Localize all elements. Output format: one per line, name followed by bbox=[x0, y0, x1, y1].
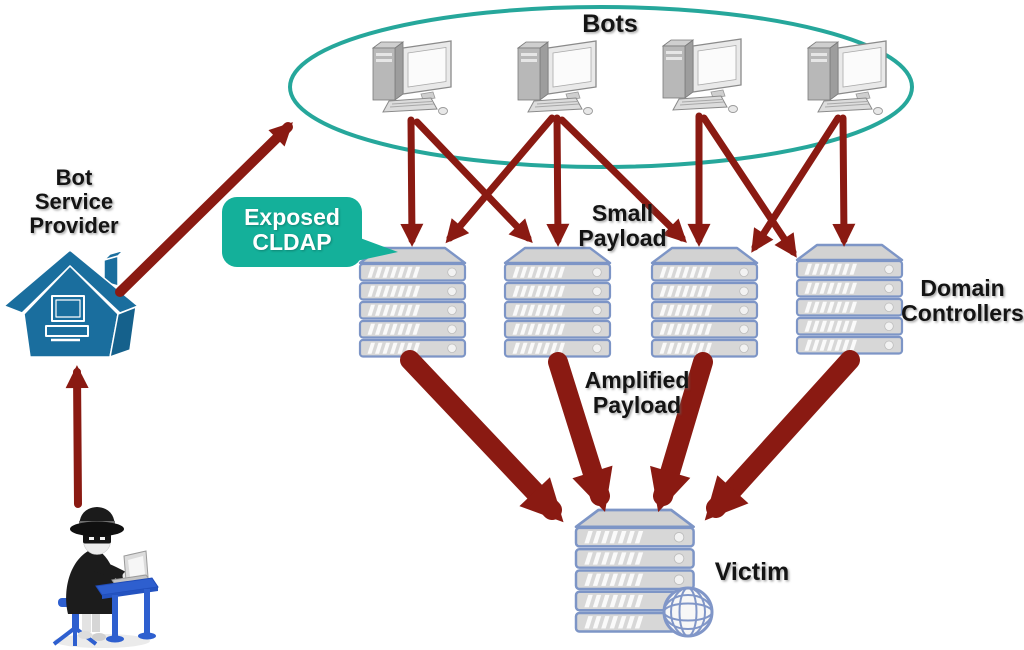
arrow-bot2-to-dc2 bbox=[546, 114, 570, 247]
bot-service-provider-label-line2: Service bbox=[34, 188, 114, 214]
bot-service-provider-label-line3: Provider bbox=[29, 212, 119, 238]
victim-label: Victim bbox=[714, 558, 790, 586]
arrow-provider-to-botnet bbox=[115, 122, 293, 297]
amplified-payload-label-line2: Payload bbox=[592, 391, 682, 418]
exposed-cldap-label-line1: Exposed bbox=[244, 204, 340, 230]
house-computer-icon bbox=[45, 295, 89, 342]
domain-controller-2-icon bbox=[505, 248, 610, 357]
arrow-dc4-to-victim bbox=[704, 350, 860, 521]
arrow-attacker-to-provider bbox=[65, 365, 89, 508]
small-payload-label-line1: Small bbox=[591, 200, 654, 226]
arrows bbox=[65, 112, 860, 523]
domain-controllers-label-line2: Controllers bbox=[901, 299, 1024, 326]
domain-controller-1-icon bbox=[360, 248, 465, 357]
bot-3-pc-icon bbox=[662, 38, 742, 114]
exposed-cldap-label-line2: CLDAP bbox=[252, 228, 332, 255]
bot-1-pc-icon bbox=[372, 40, 452, 116]
arrow-dc3-to-victim bbox=[650, 352, 713, 513]
bot-service-provider-house-icon bbox=[3, 249, 139, 358]
bot-service-provider-label-line1: Bot bbox=[55, 165, 93, 190]
domain-controllers-label-line1: Domain bbox=[920, 275, 1005, 301]
bot-2-pc-icon bbox=[517, 40, 597, 116]
exposed-cldap-bubble bbox=[222, 197, 398, 267]
arrow-bot4-to-dc3 bbox=[751, 114, 842, 253]
domain-controllers-label: Domain Controllers bbox=[885, 276, 1024, 326]
hacker-icon bbox=[52, 507, 159, 648]
arrow-dc2-to-victim bbox=[548, 352, 613, 513]
arrow-bot2-to-dc3 bbox=[558, 116, 687, 243]
bots-label: Bots bbox=[582, 10, 638, 38]
amplified-payload-label: Amplified Payload bbox=[577, 368, 697, 418]
arrow-bot1-to-dc2 bbox=[413, 118, 533, 243]
arrow-bot1-to-dc1 bbox=[400, 116, 424, 247]
arrow-dc1-to-victim bbox=[400, 350, 564, 523]
botnet-ellipse bbox=[288, 5, 914, 169]
small-payload-label-line2: Payload bbox=[578, 224, 667, 251]
desk-icon bbox=[95, 577, 159, 643]
bot-4-pc-icon bbox=[807, 40, 887, 116]
amplified-payload-label-line1: Amplified bbox=[584, 367, 690, 393]
domain-controller-3-icon bbox=[652, 248, 757, 357]
bot-service-provider-label: Bot Service Provider bbox=[24, 166, 124, 237]
exposed-cldap-label: Exposed CLDAP bbox=[224, 205, 360, 255]
arrow-bot4-to-dc4 bbox=[832, 114, 856, 247]
arrow-bot3-to-dc4 bbox=[700, 114, 797, 258]
globe-icon bbox=[662, 586, 714, 638]
arrow-bot2-to-dc1 bbox=[445, 114, 556, 244]
small-payload-label: Small Payload bbox=[565, 201, 680, 251]
